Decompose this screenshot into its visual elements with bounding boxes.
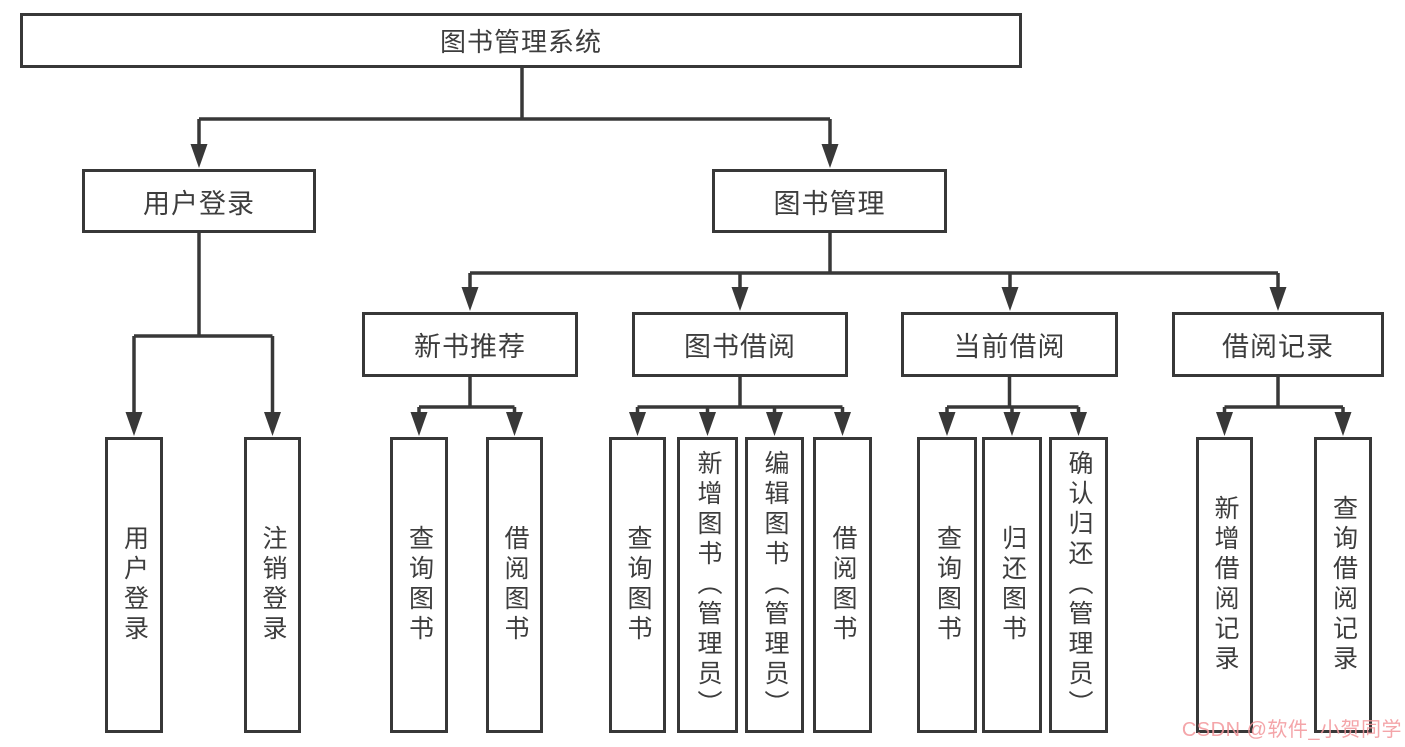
node-book-borrow: 图书借阅 bbox=[632, 312, 848, 377]
leaf-add-book-admin: 新增图书（管理员） bbox=[677, 437, 738, 733]
leaf-logout-label: 注销登录 bbox=[259, 525, 287, 645]
node-new-book-label: 新书推荐 bbox=[414, 332, 526, 362]
node-current-borrow-label: 当前借阅 bbox=[953, 332, 1066, 362]
leaf-return-book-label: 归还图书 bbox=[998, 525, 1027, 645]
arrowheads bbox=[125, 144, 1352, 436]
leaf-edit-book-admin: 编辑图书（管理员） bbox=[745, 437, 804, 733]
node-root-label: 图书管理系统 bbox=[439, 27, 602, 57]
csdn-watermark: CSDN @软件_小贺同学 bbox=[1181, 719, 1402, 741]
leaf-query-borrow-record: 查询借阅记录 bbox=[1314, 437, 1372, 733]
node-book-manage-label: 图书管理 bbox=[773, 188, 886, 219]
node-borrow-record-label: 借阅记录 bbox=[1222, 332, 1334, 362]
node-book-manage: 图书管理 bbox=[712, 169, 947, 233]
leaf-user-login: 用户登录 bbox=[105, 437, 163, 733]
leaf-add-borrow-record: 新增借阅记录 bbox=[1196, 437, 1253, 733]
leaf-borrow-book-recommend-label: 借阅图书 bbox=[501, 525, 529, 645]
leaf-query-book-recommend-label: 查询图书 bbox=[405, 525, 434, 645]
leaf-add-book-admin-label: 新增图书（管理员） bbox=[694, 450, 722, 720]
node-user-login: 用户登录 bbox=[82, 169, 316, 233]
leaf-borrow-book: 借阅图书 bbox=[813, 437, 872, 733]
leaf-user-login-label: 用户登录 bbox=[120, 525, 149, 645]
leaf-return-book: 归还图书 bbox=[982, 437, 1042, 733]
leaf-query-book: 查询图书 bbox=[609, 437, 666, 733]
leaf-add-borrow-record-label: 新增借阅记录 bbox=[1211, 495, 1239, 675]
leaf-query-book-label: 查询图书 bbox=[624, 525, 652, 645]
leaf-query-current: 查询图书 bbox=[917, 437, 977, 733]
leaf-logout: 注销登录 bbox=[244, 437, 301, 733]
node-new-book: 新书推荐 bbox=[362, 312, 578, 377]
node-borrow-record: 借阅记录 bbox=[1172, 312, 1384, 377]
leaf-confirm-return-admin-label: 确认归还（管理员） bbox=[1065, 450, 1093, 720]
leaf-query-book-recommend: 查询图书 bbox=[390, 437, 448, 733]
node-root: 图书管理系统 bbox=[20, 13, 1022, 68]
leaf-edit-book-admin-label: 编辑图书（管理员） bbox=[761, 450, 789, 720]
node-user-login-label: 用户登录 bbox=[143, 188, 255, 219]
leaf-borrow-book-recommend: 借阅图书 bbox=[486, 437, 543, 733]
leaf-query-borrow-record-label: 查询借阅记录 bbox=[1329, 495, 1358, 675]
node-book-borrow-label: 图书借阅 bbox=[684, 332, 796, 362]
leaf-confirm-return-admin: 确认归还（管理员） bbox=[1049, 437, 1108, 733]
leaf-borrow-book-label: 借阅图书 bbox=[829, 525, 857, 645]
leaf-query-current-label: 查询图书 bbox=[933, 525, 962, 645]
node-current-borrow: 当前借阅 bbox=[901, 312, 1118, 377]
